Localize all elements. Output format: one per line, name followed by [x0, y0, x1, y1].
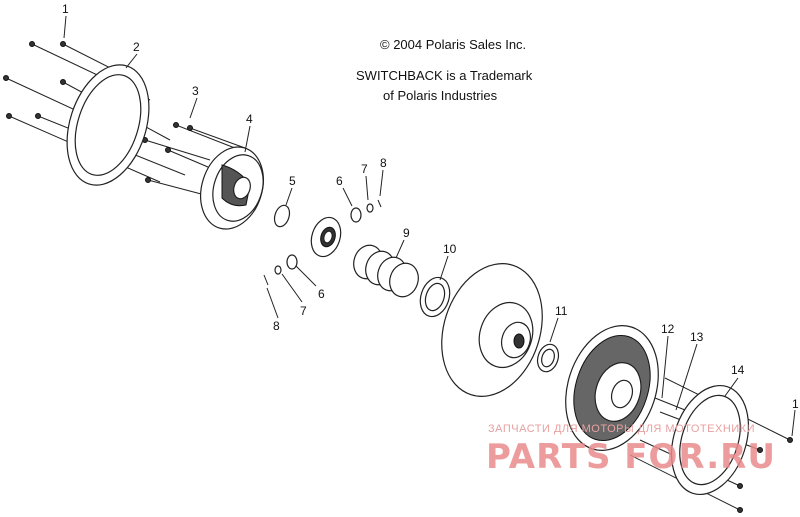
leader-lines: [63, 15, 796, 437]
cover-housing-4: [200, 146, 264, 230]
watermark-large: PARTS FOR.RU: [486, 437, 776, 477]
spring-9: [353, 244, 419, 298]
callout-5: 5: [289, 174, 296, 188]
callout-numbers: 1 2 3 4 5 6 7 8 9 10 11 6 7 8 12 13 14 1: [62, 2, 799, 411]
washer-6-small: [350, 207, 362, 223]
moveable-sheave: [565, 325, 659, 451]
bearing-6-upper: [310, 216, 342, 258]
callout-4: 4: [246, 112, 253, 126]
callout-8-lower: 8: [273, 319, 280, 333]
trademark-line-2: of Polaris Industries: [383, 88, 498, 103]
watermark-small: ЗАПЧАСТИ ДЛЯ МОТОРЫ ДЛЯ МОТОТЕХНИКИ: [488, 423, 755, 435]
washer-7-lower: [274, 265, 282, 275]
washer-7-small: [366, 203, 374, 213]
callout-6-upper: 6: [336, 174, 343, 188]
callout-11: 11: [555, 304, 568, 318]
spacer-ring-10: [419, 276, 451, 318]
callout-7-lower: 7: [300, 304, 307, 318]
callout-7-upper: 7: [361, 162, 368, 176]
bolt-set-3: [165, 122, 246, 171]
callout-2: 2: [133, 40, 140, 54]
callout-6-lower: 6: [318, 287, 325, 301]
screw-8-lower: [263, 274, 269, 286]
callout-12: 12: [661, 322, 675, 336]
sheave-disc: [441, 263, 543, 397]
trademark-line-1: SWITCHBACK is a Trademark: [356, 68, 533, 83]
copyright-note: © 2004 Polaris Sales Inc.: [380, 37, 527, 52]
snap-ring-5: [273, 204, 291, 228]
callout-9: 9: [403, 226, 410, 240]
washer-6-lower: [286, 254, 298, 270]
callout-10: 10: [443, 242, 457, 256]
callout-14: 14: [731, 363, 745, 377]
callout-3: 3: [192, 84, 199, 98]
washer-11: [536, 343, 560, 373]
callout-8-upper: 8: [380, 156, 387, 170]
cover-ring-14: [671, 384, 749, 496]
callout-13: 13: [690, 330, 704, 344]
callout-1-top: 1: [62, 2, 69, 16]
screw-8-small: [377, 199, 382, 208]
gasket-ring-2: [66, 64, 150, 186]
callout-1-bottom: 1: [792, 397, 799, 411]
